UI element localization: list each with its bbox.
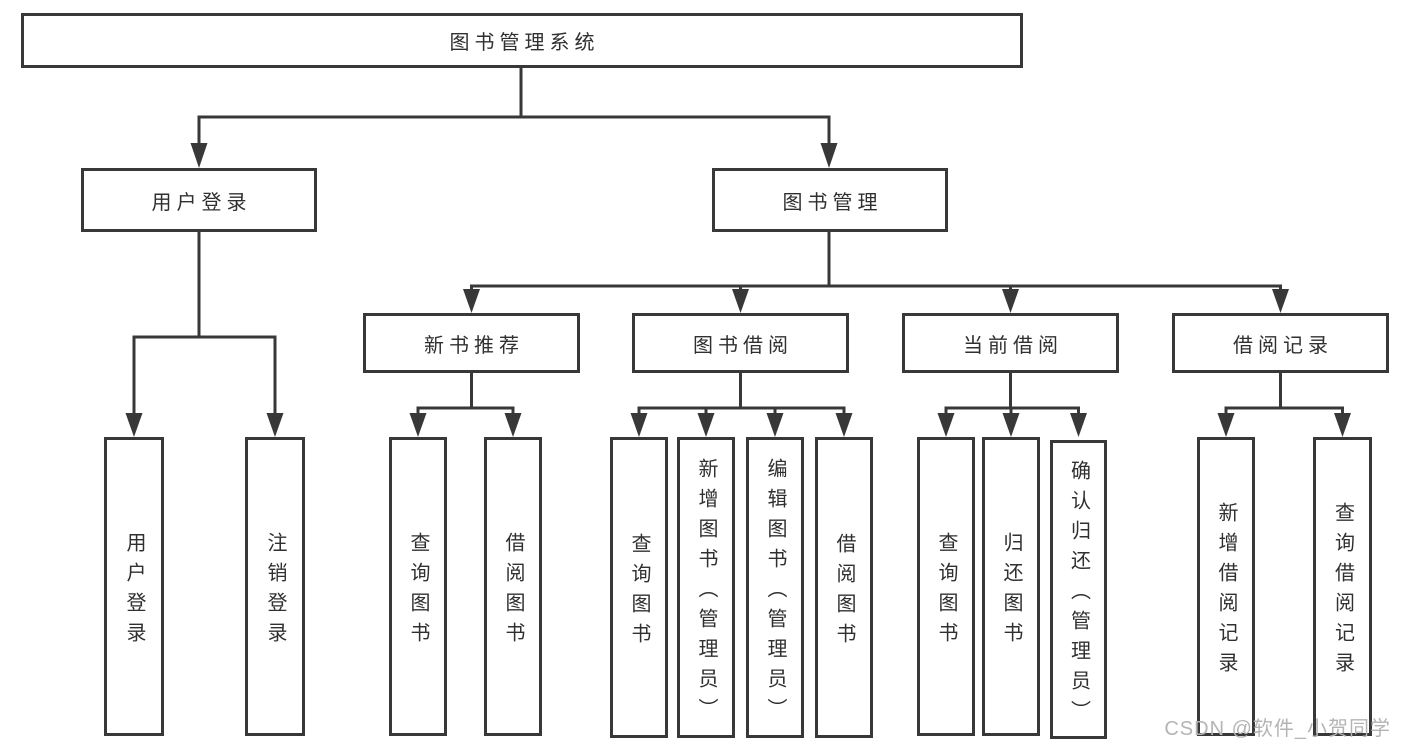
leaf-borrow-books-recommend: 借阅图书 (484, 437, 542, 736)
edges-user-login (125, 232, 284, 437)
leaf-borrow-books-borrow: 借阅图书 (815, 437, 873, 738)
leaf-confirm-return-admin-label: 确认归还（管理员） (1067, 459, 1090, 730)
leaf-query-borrow-record: 查询借阅记录 (1313, 437, 1372, 736)
leaf-edit-books-admin-label: 编辑图书（管理员） (764, 457, 786, 728)
edges-new-book (409, 373, 522, 437)
leaf-add-borrow-record: 新增借阅记录 (1197, 437, 1255, 736)
node-user-login-label: 用户登录 (151, 191, 252, 214)
leaf-query-books-recommend: 查询图书 (389, 437, 447, 736)
node-book-management-label: 图书管理 (782, 191, 883, 214)
leaf-query-books-borrow: 查询图书 (610, 437, 668, 738)
node-root-label: 图书管理系统 (449, 32, 600, 54)
leaf-edit-books-admin: 编辑图书（管理员） (746, 437, 804, 738)
node-book-management: 图书管理 (712, 168, 948, 232)
node-book-borrow-label: 图书借阅 (693, 334, 793, 357)
edges-current-borrow (937, 373, 1087, 437)
leaf-add-books-admin-label: 新增图书（管理员） (695, 457, 717, 728)
node-root: 图书管理系统 (21, 13, 1023, 68)
node-current-borrow: 当前借阅 (902, 313, 1119, 373)
node-current-borrow-label: 当前借阅 (963, 334, 1063, 357)
edges-root (190, 66, 838, 168)
leaf-query-books-recommend-label: 查询图书 (407, 531, 429, 652)
edges-book-borrow (630, 373, 853, 437)
leaf-user-login: 用户登录 (104, 437, 164, 736)
node-user-login: 用户登录 (81, 168, 317, 232)
leaf-query-books-current-label: 查询图书 (935, 531, 957, 652)
edges-book-management (463, 232, 1289, 313)
leaf-user-login-label: 用户登录 (123, 531, 145, 652)
leaf-logout: 注销登录 (245, 437, 305, 736)
leaf-add-books-admin: 新增图书（管理员） (677, 437, 735, 738)
leaf-query-books-borrow-label: 查询图书 (628, 532, 650, 653)
node-borrow-records: 借阅记录 (1172, 313, 1389, 373)
node-borrow-records-label: 借阅记录 (1233, 334, 1333, 357)
leaf-return-books-label: 归还图书 (1000, 531, 1022, 652)
leaf-add-borrow-record-label: 新增借阅记录 (1215, 501, 1237, 682)
csdn-watermark: CSDN @软件_小贺同学 (1164, 718, 1391, 740)
leaf-return-books: 归还图书 (982, 437, 1040, 736)
edges-borrow-records (1217, 373, 1351, 437)
leaf-query-books-current: 查询图书 (917, 437, 975, 736)
leaf-query-borrow-record-label: 查询借阅记录 (1331, 501, 1354, 682)
node-new-book-recommend-label: 新书推荐 (424, 334, 524, 357)
leaf-borrow-books-recommend-label: 借阅图书 (502, 531, 524, 652)
leaf-confirm-return-admin: 确认归还（管理员） (1050, 440, 1107, 739)
node-book-borrow: 图书借阅 (632, 313, 849, 373)
node-new-book-recommend: 新书推荐 (363, 313, 580, 373)
leaf-logout-label: 注销登录 (264, 531, 286, 652)
leaf-borrow-books-borrow-label: 借阅图书 (833, 532, 855, 653)
